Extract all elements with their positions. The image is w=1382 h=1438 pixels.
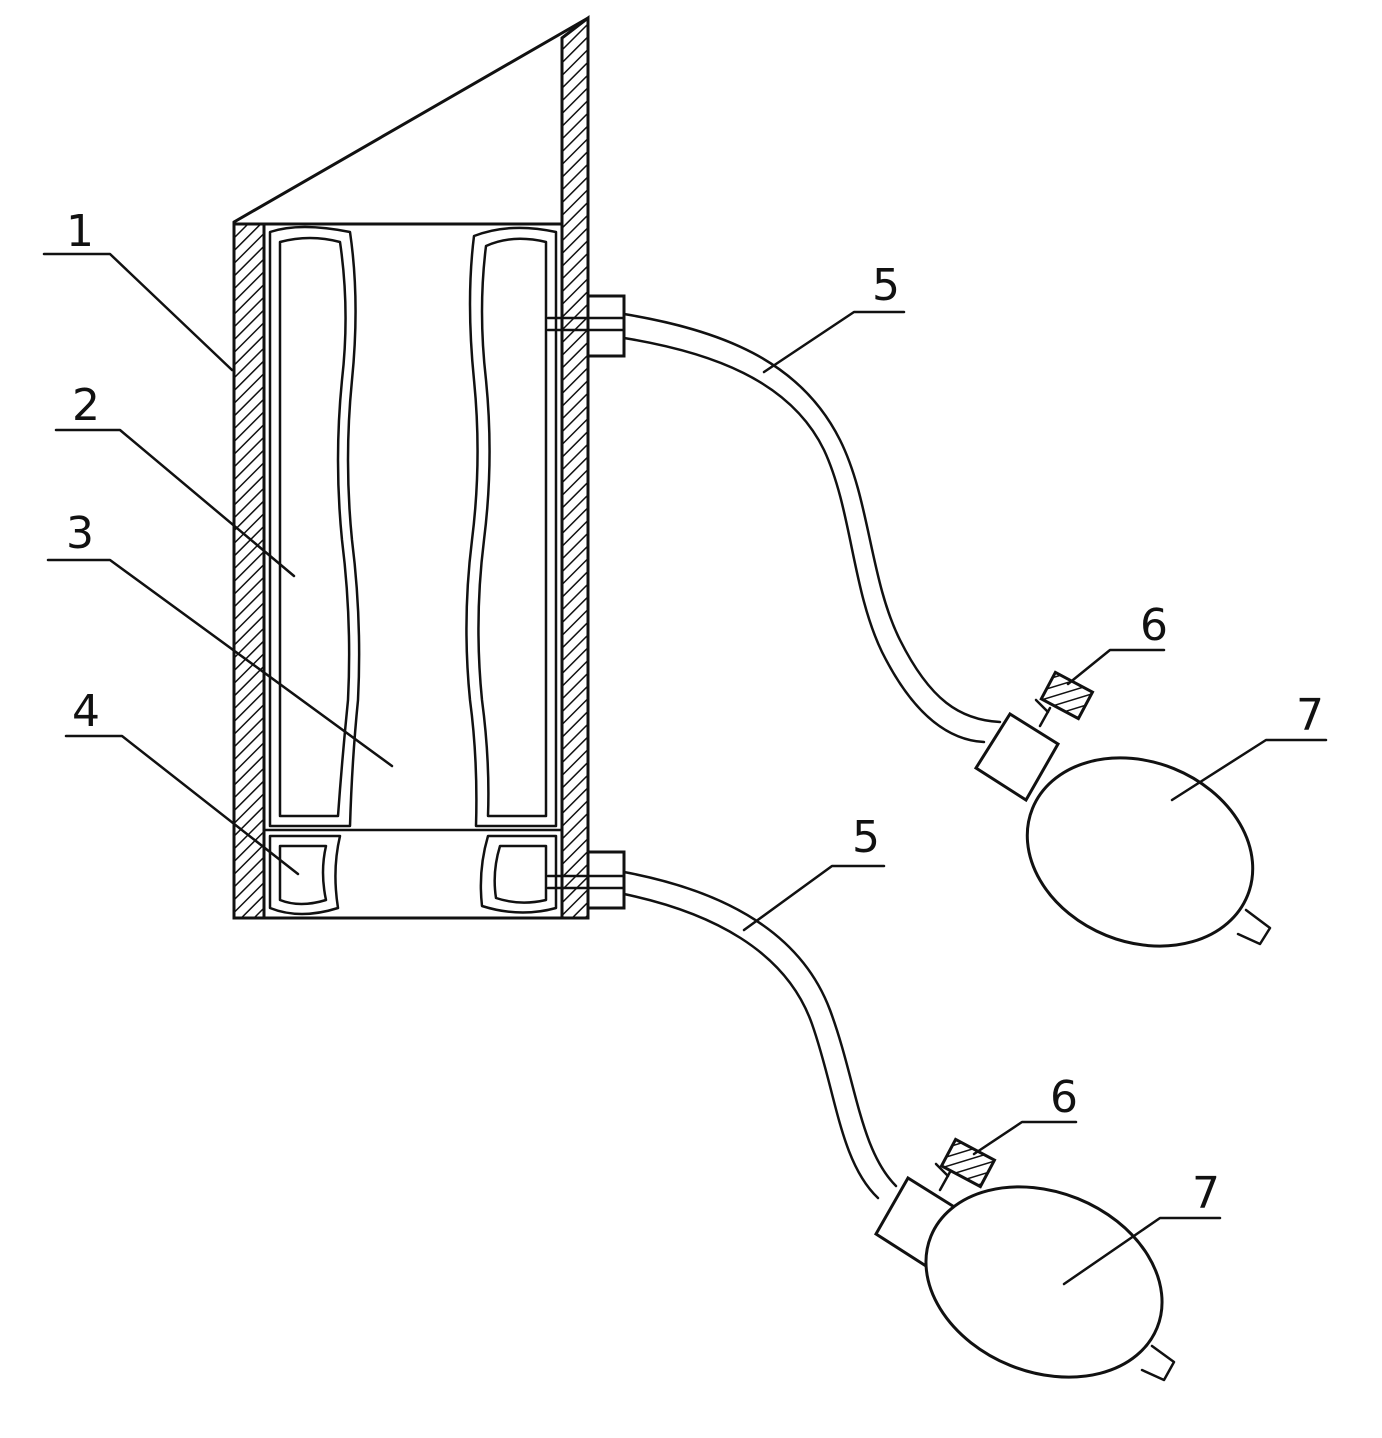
housing-right-wall xyxy=(560,14,590,920)
label-2: 2 xyxy=(72,380,100,431)
lower-bulb-nozzle xyxy=(1140,1344,1176,1382)
upper-tube-assembly xyxy=(546,294,1272,948)
label-5-upper: 5 xyxy=(872,260,900,311)
upper-right-bladder-outer xyxy=(465,226,558,828)
label-5-lower: 5 xyxy=(852,812,880,863)
upper-tube-top-edge xyxy=(622,312,1002,724)
housing-slanted-top xyxy=(232,16,590,224)
label-6-lower: 6 xyxy=(1050,1072,1078,1123)
lower-right-bladder-inner xyxy=(493,844,548,904)
upper-valve-housing xyxy=(973,711,1061,803)
leader-4 xyxy=(64,734,300,876)
lower-tube-bottom-edge xyxy=(622,892,880,1200)
leader-5b xyxy=(742,864,886,932)
lower-tube-top-edge xyxy=(622,870,898,1188)
housing xyxy=(232,14,590,920)
lower-connector-block xyxy=(586,850,626,910)
housing-left-wall xyxy=(232,222,266,920)
leader-6a xyxy=(1066,648,1166,686)
label-1: 1 xyxy=(66,206,94,257)
label-6-upper: 6 xyxy=(1140,600,1168,651)
leader-7b xyxy=(1062,1216,1222,1286)
upper-tube-bottom-edge xyxy=(622,336,986,744)
lower-left-bladder-inner xyxy=(278,844,328,906)
lower-right-bladder-outer xyxy=(479,834,558,914)
leader-5a xyxy=(762,310,906,374)
upper-bulb-nozzle xyxy=(1236,908,1272,946)
part-labels: 1 2 3 4 5 5 6 6 7 7 xyxy=(66,206,1324,1219)
leader-6b xyxy=(972,1120,1078,1156)
lower-tube-assembly xyxy=(546,850,1176,1382)
upper-connector-block xyxy=(586,294,626,358)
upper-left-bladder-outer xyxy=(268,225,361,828)
upper-bulb xyxy=(1025,756,1255,948)
upper-left-bladder-inner xyxy=(278,236,351,818)
lower-left-bladder-outer xyxy=(268,834,342,916)
leader-1 xyxy=(42,252,234,372)
lower-bulb xyxy=(924,1185,1164,1379)
lower-bladders xyxy=(268,834,558,916)
leader-3 xyxy=(46,558,394,768)
label-7-upper: 7 xyxy=(1296,690,1324,741)
label-4: 4 xyxy=(72,686,100,737)
leader-2 xyxy=(54,428,296,578)
leader-lines xyxy=(42,252,1328,1286)
leader-7a xyxy=(1170,738,1328,802)
lower-valve-knob xyxy=(934,1137,997,1192)
upper-valve-knob xyxy=(1034,670,1095,728)
upper-right-bladder-inner xyxy=(477,237,548,818)
label-7-lower: 7 xyxy=(1192,1168,1220,1219)
upper-bladders xyxy=(262,225,564,832)
label-3: 3 xyxy=(66,508,94,559)
